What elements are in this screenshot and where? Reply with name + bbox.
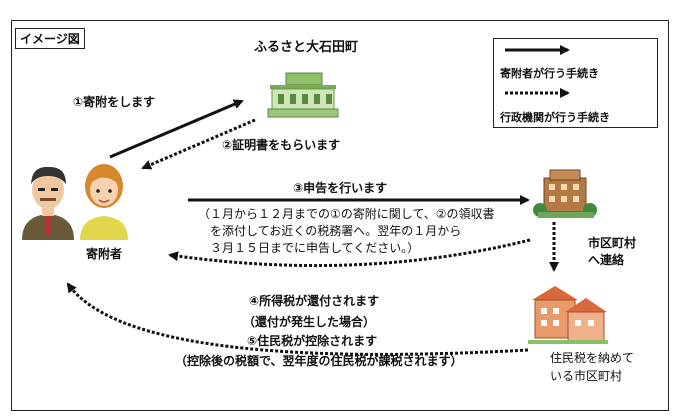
step4-label: ④所得税が還付されます — [249, 294, 380, 308]
town-label: ふるさと大石田町 — [254, 40, 359, 55]
step3-note-line3: ３月１５日までに申告してください。） — [210, 241, 420, 255]
donor-label: 寄附者 — [86, 247, 123, 261]
step5-note: （控除後の税額で、翌年度の住民税が課税されます） — [175, 354, 463, 368]
diagram-frame — [11, 20, 669, 411]
image-tag: イメージ図 — [15, 28, 85, 49]
legend-donor-action: 寄附者が行う手続き — [500, 67, 599, 80]
arrow-certificate — [141, 118, 256, 170]
legend-admin-action: 行政機関が行う手続き — [500, 111, 610, 124]
donor-man-icon — [22, 166, 74, 240]
arrow-income-tax-refund — [168, 238, 531, 268]
arrow-donation — [109, 99, 244, 159]
step4-note: （還付が発生した場合） — [243, 315, 376, 329]
city-contact-line2: へ連絡 — [588, 253, 625, 267]
legend-box — [493, 38, 658, 128]
step2-label: ②証明書をもらいます — [222, 138, 341, 152]
town-hall-icon — [267, 72, 339, 118]
resident-city-line2: いる市区町村 — [550, 369, 623, 383]
step3-note-line2: を添付してお近くの税務署へ。翌年の１月から — [210, 224, 462, 238]
tax-office-icon — [533, 169, 597, 218]
step3-label: ③申告を行います — [293, 181, 388, 195]
step3-note-line1: （１月から１２月までの①の寄附に関して、②の領収書 — [198, 207, 495, 221]
city-contact-line1: 市区町村 — [588, 236, 637, 250]
resident-city-building-icon — [528, 286, 608, 344]
donor-woman-icon — [80, 164, 128, 240]
resident-city-line1: 住民税を納めて — [550, 351, 635, 365]
step1-label: ①寄附をします — [73, 95, 156, 109]
step5-label: ⑤住民税が控除されます — [247, 334, 378, 348]
